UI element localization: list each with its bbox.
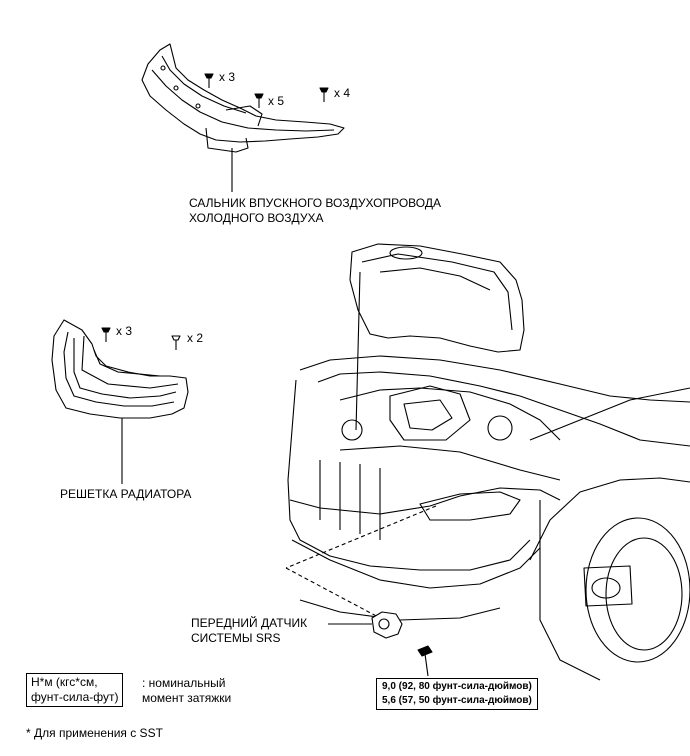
- srs-sensor-part: [328, 611, 403, 639]
- radiator-grille-part: [51, 319, 189, 419]
- air-intake-seal-part: [141, 43, 345, 153]
- air-intake-seal-label: САЛЬНИК ВПУСКНОГО ВОЗДУХОПРОВОДА ХОЛОДНО…: [189, 196, 441, 225]
- grille-clip-icon: [101, 327, 181, 350]
- location-leader-lines: [285, 505, 437, 619]
- grille-clip-qty-a: x 3: [116, 324, 133, 338]
- seal-clip-icon: [204, 73, 329, 108]
- srs-sensor-label: ПЕРЕДНИЙ ДАТЧИК СИСТЕМЫ SRS: [191, 616, 308, 645]
- radiator-grille-label: РЕШЕТКА РАДИАТОРА: [60, 487, 192, 501]
- seal-clip-qty-b: x 5: [268, 94, 285, 108]
- seal-clip-qty-a: x 3: [219, 70, 236, 84]
- legend-description: : номинальный момент затяжки: [142, 676, 232, 705]
- footnote: * Для применения с SST: [26, 726, 163, 740]
- seal-clip-qty-c: x 4: [334, 86, 351, 100]
- vehicle-front-illustration: [287, 243, 690, 681]
- torque-unit-legend-box: Н*м (кгс*см, фунт-сила-фут): [26, 673, 124, 707]
- grille-clip-qty-b: x 2: [187, 331, 204, 345]
- torque-spec-box: 9,0 (92, 80 фунт-сила-дюймов) 5,6 (57, 5…: [376, 678, 538, 710]
- sensor-bolt-icon: [417, 645, 433, 677]
